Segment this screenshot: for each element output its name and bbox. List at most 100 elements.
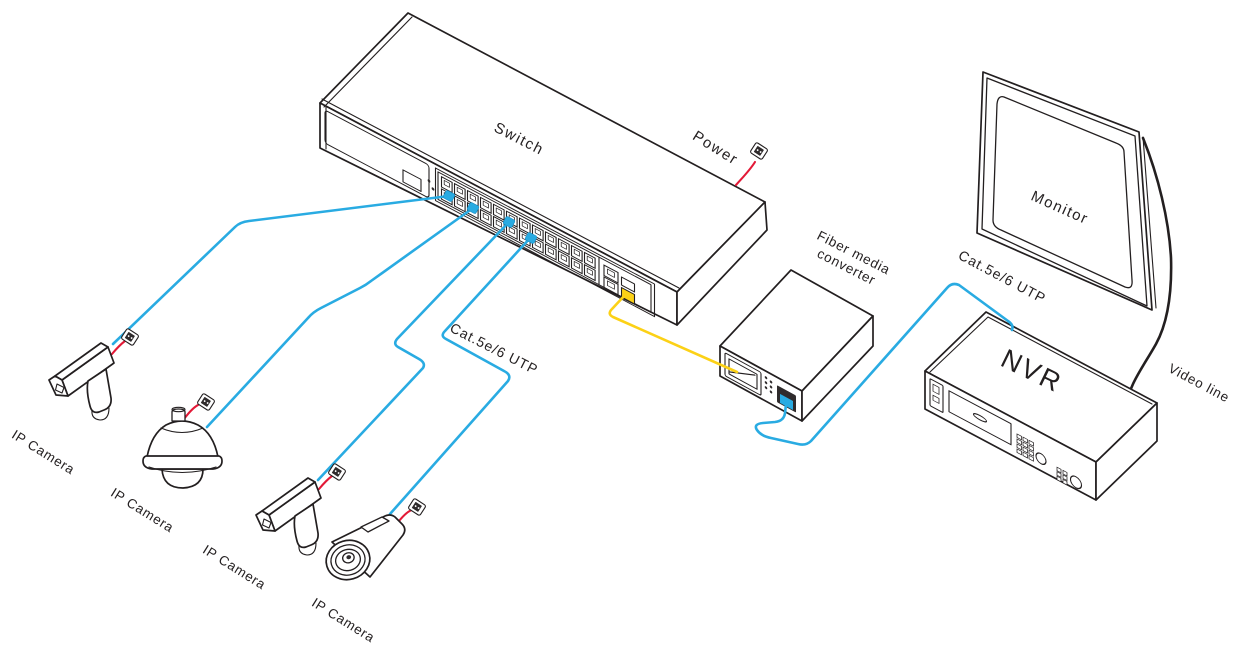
rj45-port [586, 255, 593, 264]
utp-cable-camera4 [388, 235, 533, 516]
utp-cable-camera2 [205, 206, 475, 429]
ip-camera-label-3: IP Camera [200, 542, 269, 593]
ip-camera-1 [48, 327, 140, 421]
rj45-port [469, 193, 476, 202]
camera-power-cable [397, 508, 414, 523]
nvr-right-face [1095, 402, 1158, 501]
ip-camera-label-2: IP Camera [108, 485, 177, 536]
rj45-port [482, 200, 489, 209]
nvr-front-panel [929, 378, 1083, 490]
nvr-knob [1035, 452, 1047, 465]
dome-skirt-lip [148, 466, 217, 473]
rj45-port [495, 207, 502, 216]
rj45-connector [502, 216, 516, 228]
switch-bezel-line [321, 98, 680, 289]
rj45-port [586, 267, 593, 276]
power-outlet-icon [196, 392, 216, 412]
led [769, 390, 773, 394]
switch-right-face [676, 201, 768, 326]
utp-cable-camera3 [316, 220, 511, 482]
uplink-port-inner [607, 268, 615, 278]
rj45-port [560, 241, 567, 250]
ip-camera-4 [325, 497, 427, 581]
rj45-port [560, 253, 567, 263]
monitor-side-edge [1142, 136, 1157, 309]
fiber-port-flap [728, 371, 756, 376]
video-line-cable [1128, 136, 1173, 393]
ip-camera-2 [142, 392, 223, 489]
rj45-port [456, 186, 463, 195]
utp-cable-nvr [754, 282, 1014, 446]
utp-cables [111, 194, 533, 516]
led [764, 386, 768, 390]
ip-camera-label-1: IP Camera [9, 427, 78, 478]
camera-mount-foot [91, 407, 110, 421]
nvr-buttons-grid1 [1016, 433, 1034, 462]
camera-power-cable [182, 402, 202, 421]
nvr-top-inset [929, 316, 1153, 405]
status-led [427, 179, 431, 183]
switch-device [319, 12, 768, 326]
dome-shoulder [160, 427, 204, 434]
nvr-device [924, 311, 1158, 501]
power-outlet-icon [749, 141, 769, 161]
rj45-port [482, 212, 489, 221]
fiber-media-converter-device [719, 269, 874, 422]
power-cable [734, 160, 757, 187]
camera-lens-rings [325, 539, 371, 581]
rj45-port [495, 219, 502, 228]
port-recess-inner [437, 171, 652, 313]
converter-front-panel [724, 352, 796, 413]
switch-edge-line [323, 16, 413, 108]
fiber-cable [608, 292, 739, 374]
rj45-port [443, 179, 450, 188]
rj45-port [573, 248, 580, 257]
camera-power-cable [110, 339, 127, 356]
port-connectors [442, 190, 538, 244]
dvd-eject-slot [972, 413, 988, 423]
usb-port [932, 383, 940, 396]
led [769, 385, 773, 389]
monitor-device [976, 71, 1157, 311]
rj45-connector [524, 232, 538, 244]
nvr-knob [1069, 475, 1083, 490]
dome-lens [161, 468, 204, 489]
nvr-buttons-grid2 [1056, 466, 1068, 486]
monitor-screen [992, 96, 1133, 289]
rj45-port [521, 221, 528, 230]
fiber-port-inner [728, 358, 758, 390]
rj45-port [534, 240, 541, 249]
converter-right-face [801, 315, 874, 422]
led [764, 381, 768, 385]
dome-knob-top [171, 406, 186, 413]
dome-bell [146, 420, 219, 459]
switch-front-panel [324, 110, 656, 318]
sfp-slot-active [620, 286, 636, 305]
rj45-port [573, 260, 580, 269]
rj45-port [547, 234, 554, 243]
power-outlet-icon [407, 497, 427, 517]
camera-lens [54, 383, 65, 394]
ip-camera-label-4: IP Camera [309, 595, 378, 646]
rj45-port [508, 226, 515, 235]
sfp-slot [620, 276, 636, 293]
dvd-drive [948, 390, 1012, 446]
camera-body [331, 514, 406, 578]
utp-cable-camera1 [111, 194, 451, 346]
status-led [431, 187, 435, 191]
switch-port-grid [440, 175, 596, 282]
rj45-port [456, 198, 463, 208]
camera-mount [86, 368, 112, 414]
rj45-connector [442, 190, 456, 202]
rj45-plug [780, 393, 793, 410]
dome-skirt [142, 455, 223, 470]
uplink-port-inner [607, 280, 615, 290]
port-recess-outer [434, 167, 656, 318]
led [764, 376, 768, 380]
camera-bracket [360, 516, 390, 533]
rj45-connector [466, 202, 480, 214]
logo-badge [402, 169, 422, 193]
rj45-port [547, 247, 554, 256]
